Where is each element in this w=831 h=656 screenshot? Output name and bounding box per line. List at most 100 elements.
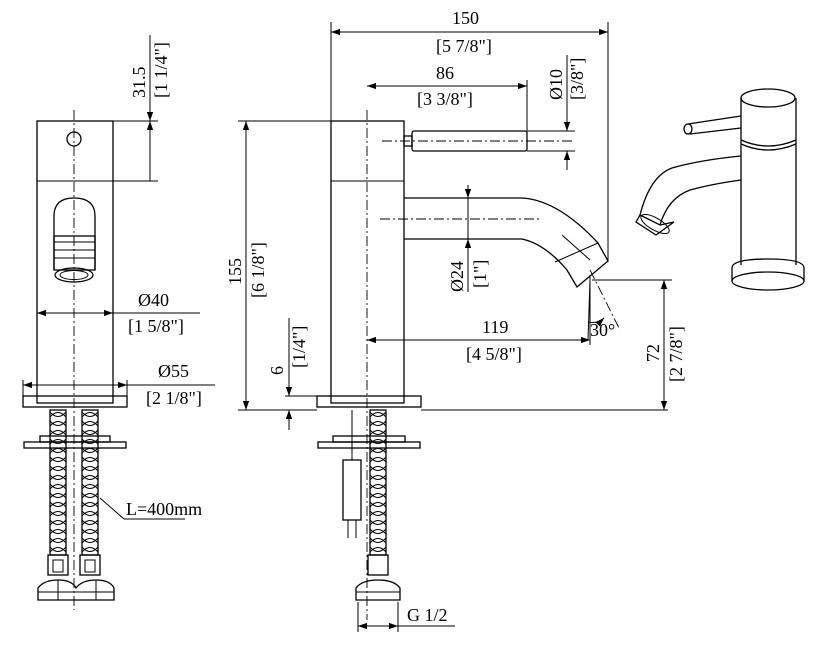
hose-coil — [81, 537, 99, 543]
hose-coil — [81, 511, 99, 517]
hose-coil — [81, 519, 99, 525]
hose-coil — [369, 411, 387, 417]
hose-coil — [49, 439, 67, 445]
hose-coil — [369, 484, 387, 490]
hose-coil — [49, 520, 67, 526]
hose-coil — [49, 420, 67, 426]
perspective-body — [740, 98, 797, 265]
hose-coil — [369, 466, 387, 472]
dim-base-dia-in: [2 1/8"] — [146, 388, 202, 408]
hose-coil — [369, 537, 387, 543]
hose-coil — [369, 529, 387, 535]
hose-coil — [369, 510, 387, 516]
dim-height-in: [6 1/8"] — [248, 242, 268, 298]
hose-coil — [369, 439, 387, 445]
dim-outlet-height-in: [2 7/8"] — [666, 326, 686, 382]
hose-coil — [49, 411, 67, 417]
hose-coil — [369, 492, 387, 498]
hose-coil — [49, 484, 67, 490]
hose-coil — [49, 519, 67, 525]
hose-coil — [49, 412, 67, 418]
hose-coil — [49, 546, 67, 552]
hose-coil — [81, 438, 99, 444]
hose-coil — [49, 430, 67, 436]
hose-coil — [81, 430, 99, 436]
hose-coil — [369, 420, 387, 426]
dim-height: 155 — [225, 258, 245, 285]
hose-coil — [81, 502, 99, 508]
hose-coil — [369, 511, 387, 517]
hose-leader — [99, 497, 125, 520]
hose-coil — [369, 538, 387, 544]
perspective-view — [635, 88, 805, 291]
hose-coil — [81, 420, 99, 426]
hose-coil — [81, 547, 99, 553]
dim-reach: 119 — [482, 317, 508, 337]
dim-width: 150 — [452, 8, 479, 28]
hose-coil — [49, 511, 67, 517]
hose-coil — [369, 547, 387, 553]
hose-coil — [49, 457, 67, 463]
side-base — [22, 395, 128, 408]
hose-coil — [49, 456, 67, 462]
hose-coil — [49, 483, 67, 489]
dim-handle-dia-in: [3/8"] — [567, 58, 587, 100]
hose-coil — [81, 457, 99, 463]
front-base — [316, 395, 422, 408]
dim-body-dia: Ø40 — [138, 290, 169, 310]
hose-coil — [81, 492, 99, 498]
hose-coil — [81, 465, 99, 471]
hose-coil — [49, 465, 67, 471]
hose-coil — [49, 492, 67, 498]
front-view: G 1/2 150 [5 7/8"] 86 [3 3/8"] Ø10 [3/8"… — [225, 8, 686, 632]
hose-coil — [49, 501, 67, 507]
dim-cap-height: 31.5 — [129, 67, 149, 99]
hose-coil — [369, 465, 387, 471]
hose-coil — [81, 475, 99, 481]
hose-coil — [369, 528, 387, 534]
dim-handle-in: [3 3/8"] — [417, 89, 473, 109]
hose-coil — [81, 412, 99, 418]
hose-coil — [81, 483, 99, 489]
hose-length-label: L=400mm — [126, 499, 202, 519]
hose-coil — [49, 510, 67, 516]
hose-coil — [81, 421, 99, 427]
hose-coil — [369, 438, 387, 444]
hose-coil — [81, 429, 99, 435]
dim-cap-height-in: [1 1/4"] — [151, 42, 171, 98]
hose-coil — [49, 538, 67, 544]
hose-coil — [49, 475, 67, 481]
hose-coil — [49, 466, 67, 472]
side-view: L=400mm 31.5 [1 1/4"] Ø40 [1 5/8"] Ø55 [… — [22, 35, 215, 610]
dim-base: 6 — [267, 366, 287, 375]
hose-coil — [369, 475, 387, 481]
hose-coil — [49, 528, 67, 534]
hose-coil — [81, 474, 99, 480]
hose-coil — [81, 520, 99, 526]
side-hoses — [37, 409, 115, 601]
hose-coil — [369, 501, 387, 507]
hose-coil — [369, 421, 387, 427]
front-body — [330, 120, 405, 404]
hose-coil — [81, 447, 99, 453]
perspective-spout — [639, 155, 742, 226]
hose-coil — [81, 529, 99, 535]
hose-coil — [369, 456, 387, 462]
hose-coil — [81, 538, 99, 544]
hose-coil — [369, 430, 387, 436]
hose-coil — [81, 501, 99, 507]
dim-handle: 86 — [436, 63, 454, 83]
dim-angle: 30° — [590, 320, 615, 340]
hose-coil — [369, 546, 387, 552]
hose-coil — [81, 546, 99, 552]
side-spout — [53, 197, 96, 270]
hose-coil — [49, 429, 67, 435]
dim-width-in: [5 7/8"] — [436, 36, 492, 56]
hose-coil — [49, 448, 67, 454]
hose-coil — [81, 439, 99, 445]
dim-base-in: [1/4"] — [289, 326, 309, 368]
hose-coil — [369, 502, 387, 508]
dim-outlet-height: 72 — [643, 344, 663, 362]
front-hoses — [342, 409, 401, 601]
hose-coil — [49, 529, 67, 535]
